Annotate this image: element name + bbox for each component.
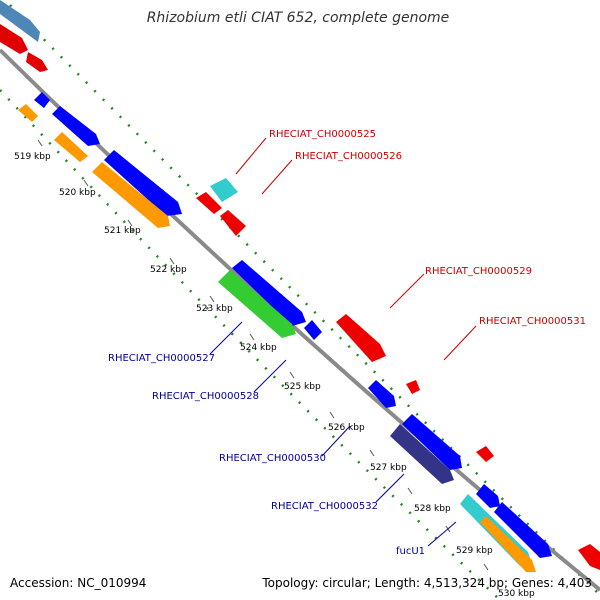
gene-label[interactable]: RHECIAT_CH0000532 [271,501,378,512]
tick-label: 530 kbp [498,589,535,599]
tick-label: 525 kbp [284,382,321,392]
gene-blue-5 [304,320,322,340]
tick-label: 522 kbp [150,265,187,275]
gene-526b [220,210,246,236]
gene-labels-top: RHECIAT_CH0000525 RHECIAT_CH0000526 RHEC… [269,129,586,327]
tick-label: 520 kbp [59,188,96,198]
gene-532 [390,424,454,484]
map-title: Rhizobium etli CIAT 652, complete genome [147,10,450,26]
gene-red-edge [578,544,600,570]
gene-label[interactable]: RHECIAT_CH0000530 [219,453,326,464]
gene-label[interactable]: RHECIAT_CH0000529 [425,266,532,277]
gene-531 [476,446,494,462]
tick-label: 524 kbp [240,343,277,353]
gene-blue-3 [104,150,182,216]
gene-label[interactable]: fucU1 [396,546,425,557]
gene-blue-8 [494,502,552,558]
gene-blue-6 [368,380,396,408]
tick-label: 519 kbp [14,152,51,162]
gene-blue-4 [232,260,306,326]
tick-label: 529 kbp [456,546,493,556]
gene-525 [210,178,238,202]
gene-orange-3 [92,162,170,228]
tick-labels: 519 kbp 520 kbp 521 kbp 522 kbp 523 kbp … [14,152,535,599]
feature-red-top1 [0,24,28,54]
gene-label[interactable]: RHECIAT_CH0000525 [269,129,376,140]
tick-label: 521 kbp [104,226,141,236]
gene-blue-2 [52,106,100,146]
gene-527 [218,270,296,338]
feature-red-top2 [26,52,48,72]
features-top-left [0,0,48,72]
feature-steel-top [0,0,40,42]
tick-label: 526 kbp [328,423,365,433]
tick-label: 528 kbp [414,504,451,514]
gene-blue-1 [34,92,50,108]
outer-strand-genes [196,178,600,570]
tick-label: 523 kbp [196,304,233,314]
gene-529 [336,314,386,362]
inner-strand-genes [18,92,552,572]
leader-lines-blue [209,321,457,547]
tick-label: 527 kbp [370,463,407,473]
gene-label[interactable]: RHECIAT_CH0000528 [152,391,259,402]
gene-blue-7 [476,484,500,508]
gene-orange-2 [54,132,88,162]
gene-526a [196,192,222,214]
gene-label[interactable]: RHECIAT_CH0000527 [108,353,215,364]
gene-orange-4 [480,516,536,572]
leader-lines-red [235,137,477,361]
accession-text: Accession: NC_010994 [10,576,146,590]
gene-530 [402,414,462,470]
gene-label[interactable]: RHECIAT_CH0000531 [479,316,586,327]
gene-label[interactable]: RHECIAT_CH0000526 [295,151,402,162]
topology-text: Topology: circular; Length: 4,513,324 bp… [261,576,592,590]
gene-orange-1 [18,104,38,122]
gene-small-red [406,380,420,394]
gene-labels-bottom: RHECIAT_CH0000527 RHECIAT_CH0000528 RHEC… [108,353,425,557]
